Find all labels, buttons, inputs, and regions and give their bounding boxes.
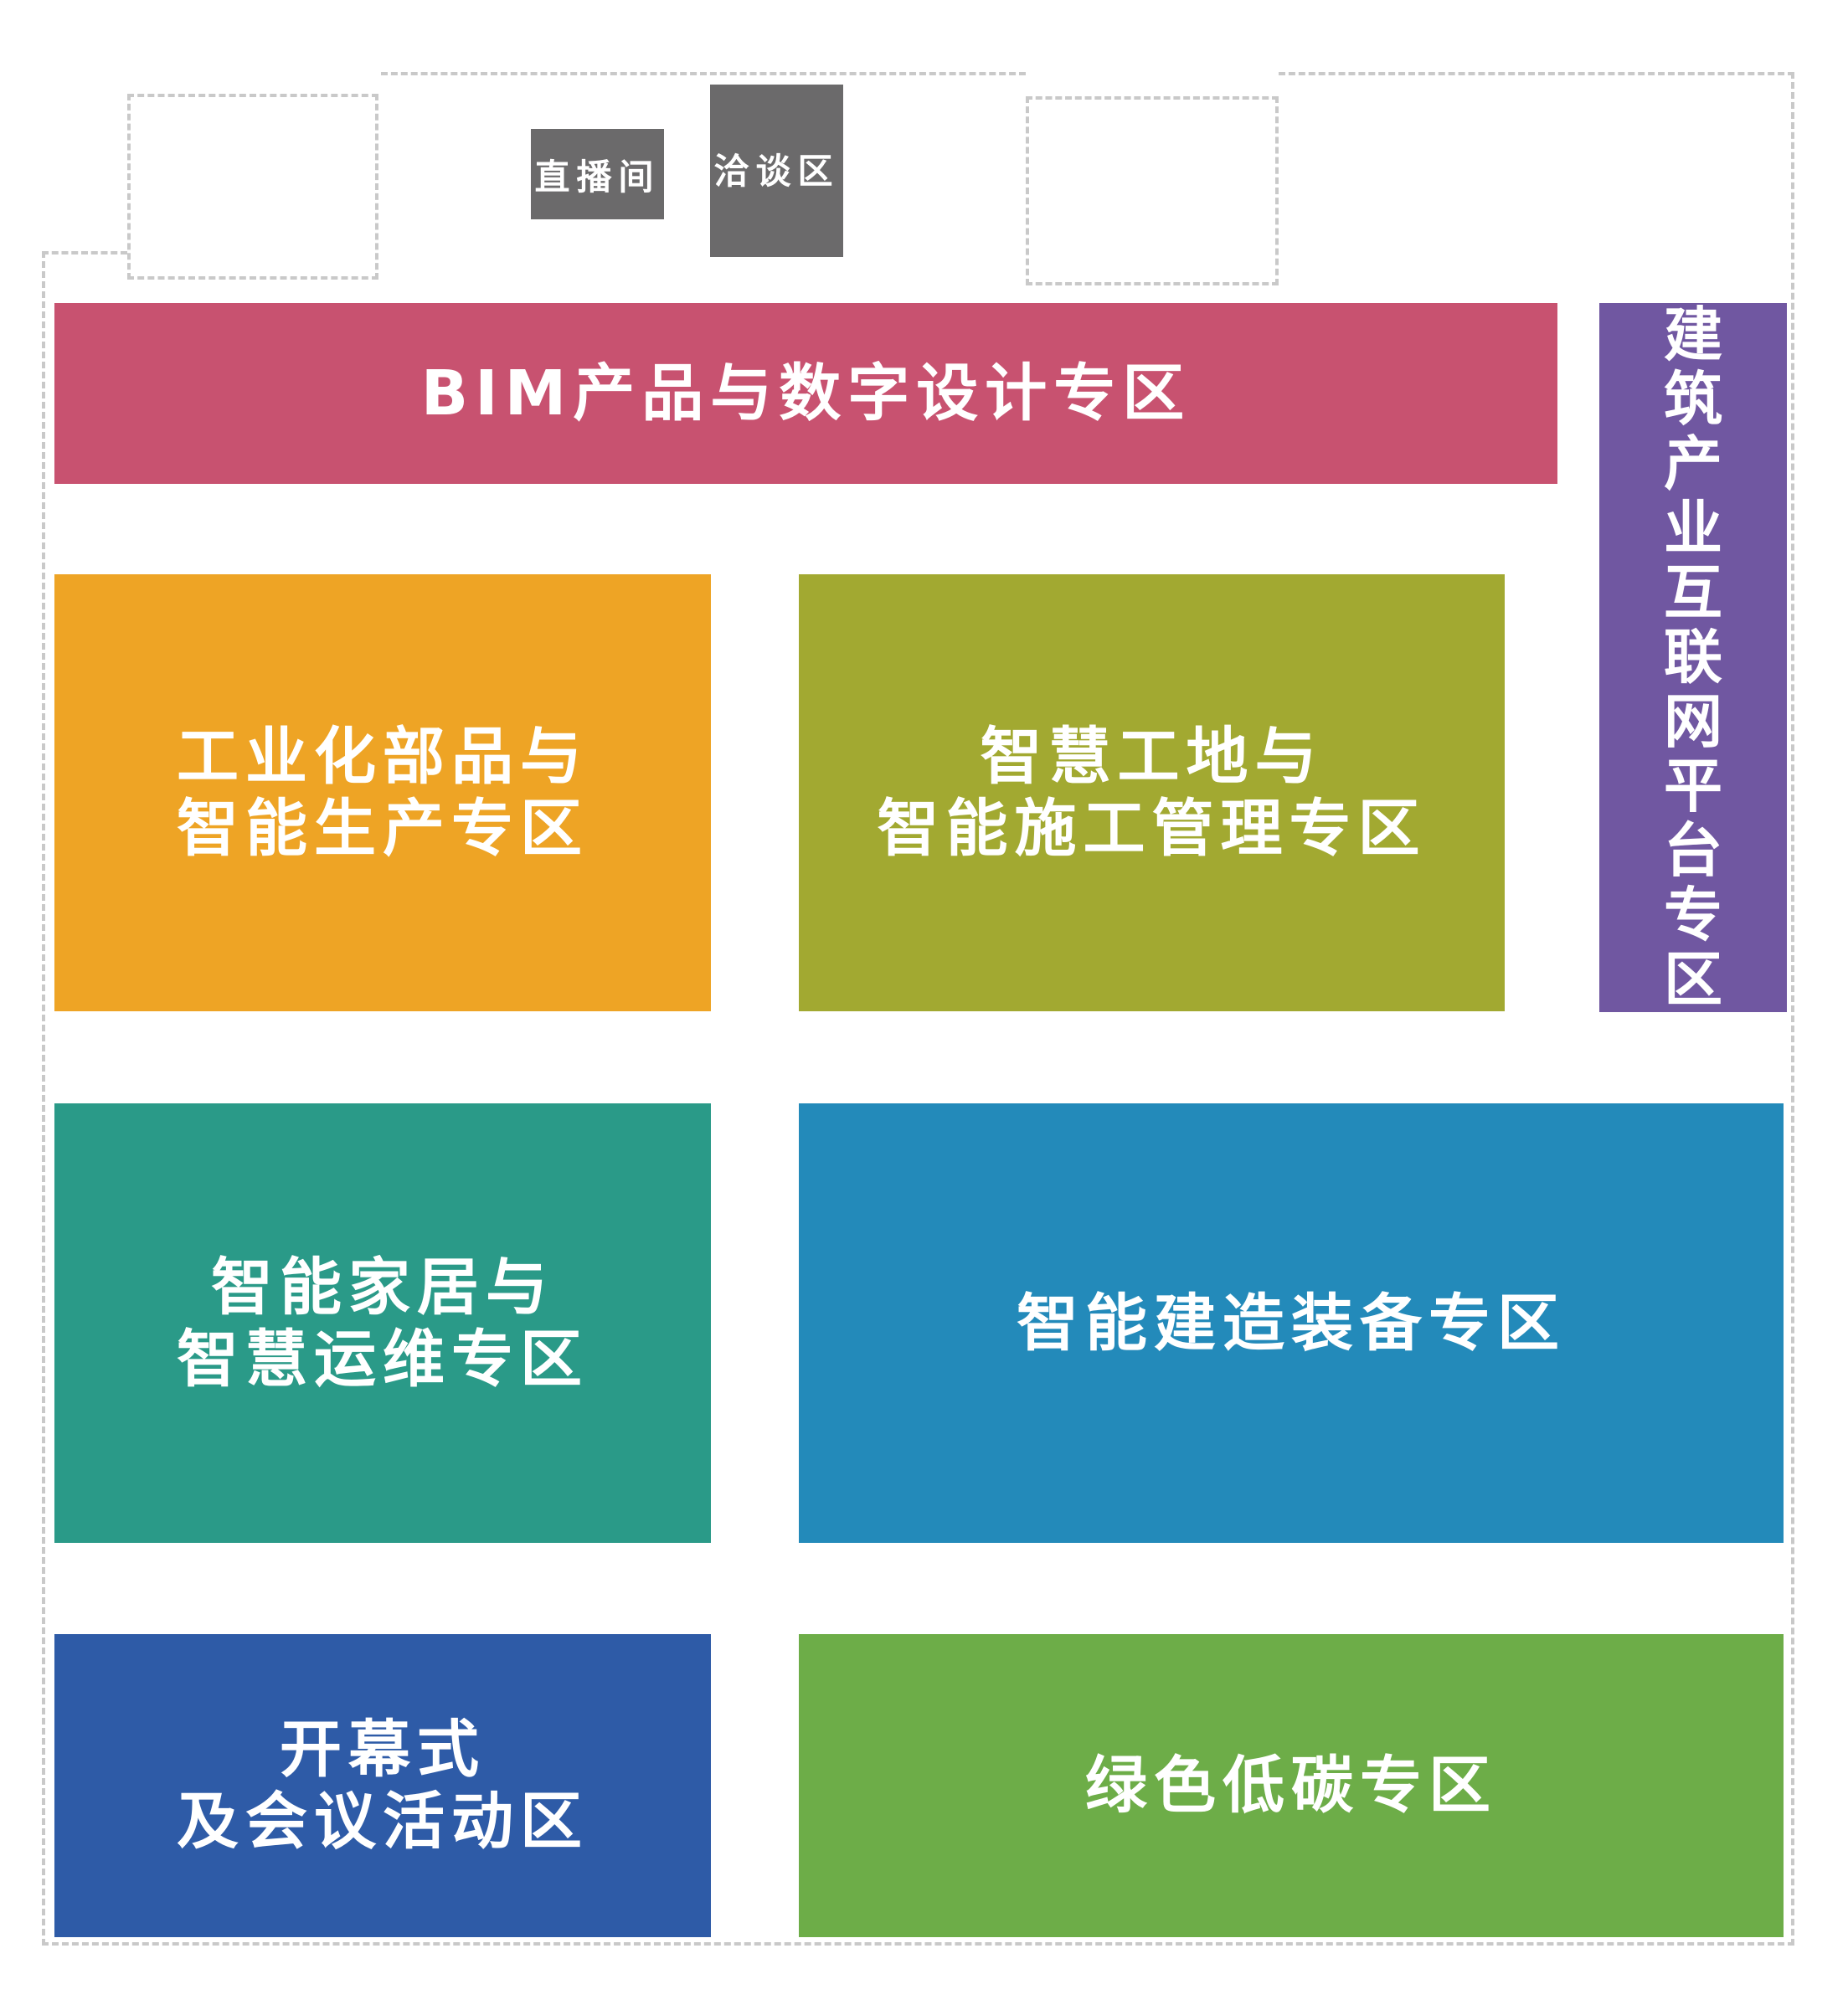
zone-industrial-line1: 工业化部品与 <box>177 721 589 793</box>
zone-industrial[interactable]: 工业化部品与 智能生产专区 <box>54 574 711 1011</box>
zone-equipment[interactable]: 智能建造装备专区 <box>799 1103 1784 1543</box>
zone-opening-line1: 开幕式 <box>280 1714 486 1786</box>
outline-right <box>1791 72 1794 1946</box>
zone-green-label: 绿色低碳专区 <box>1085 1750 1497 1822</box>
zone-opening[interactable]: 开幕式 及会议活动区 <box>54 1634 711 1937</box>
dashed-booth-right <box>1026 96 1279 285</box>
zone-green[interactable]: 绿色低碳专区 <box>799 1634 1784 1937</box>
zone-internet-platform-char: 产 <box>1664 429 1722 498</box>
zone-equipment-label: 智能建造装备专区 <box>1017 1287 1566 1360</box>
outline-top-mid <box>381 72 1026 75</box>
negotiation-area-label: 洽谈区 <box>713 151 840 192</box>
zone-smart-home[interactable]: 智能家居与 智慧运维专区 <box>54 1103 711 1543</box>
zone-smart-site-line1: 智慧工地与 <box>980 721 1324 793</box>
zone-industrial-line2: 智能生产专区 <box>177 793 589 865</box>
outline-left <box>42 251 45 1946</box>
zone-internet-platform-char: 业 <box>1664 494 1722 563</box>
zone-internet-platform-char: 专 <box>1664 881 1722 949</box>
zone-internet-platform-char: 互 <box>1664 558 1722 627</box>
outline-bottom <box>42 1942 1794 1946</box>
zone-smart-site[interactable]: 智慧工地与 智能施工管理专区 <box>799 574 1505 1011</box>
zone-bim-label: BIM产品与数字设计专区 <box>420 357 1192 429</box>
outline-step-left <box>42 251 127 254</box>
live-room-label: 直播间 <box>534 156 661 198</box>
negotiation-area[interactable]: 洽谈区 <box>710 85 843 257</box>
zone-bim[interactable]: BIM产品与数字设计专区 <box>54 303 1557 484</box>
zone-internet-platform-char: 平 <box>1664 752 1722 820</box>
zone-internet-platform-char: 筑 <box>1664 365 1722 434</box>
zone-internet-platform-char: 台 <box>1664 816 1722 885</box>
zone-opening-line2: 及会议活动区 <box>177 1786 589 1858</box>
dashed-booth-left <box>127 94 378 280</box>
zone-internet-platform-char: 建 <box>1664 301 1722 369</box>
live-room[interactable]: 直播间 <box>531 129 664 219</box>
zone-smart-site-line2: 智能施工管理专区 <box>877 793 1427 865</box>
zone-internet-platform-char: 网 <box>1664 687 1722 756</box>
outline-top-right <box>1279 72 1794 75</box>
zone-smart-home-line1: 智能家居与 <box>211 1251 554 1324</box>
zone-internet-platform-char: 联 <box>1664 623 1722 691</box>
zone-internet-platform-char: 区 <box>1664 945 1722 1014</box>
zone-internet-platform[interactable]: 建 筑 产 业 互 联 网 平 台 专 区 <box>1599 303 1787 1012</box>
zone-smart-home-line2: 智慧运维专区 <box>177 1323 589 1396</box>
